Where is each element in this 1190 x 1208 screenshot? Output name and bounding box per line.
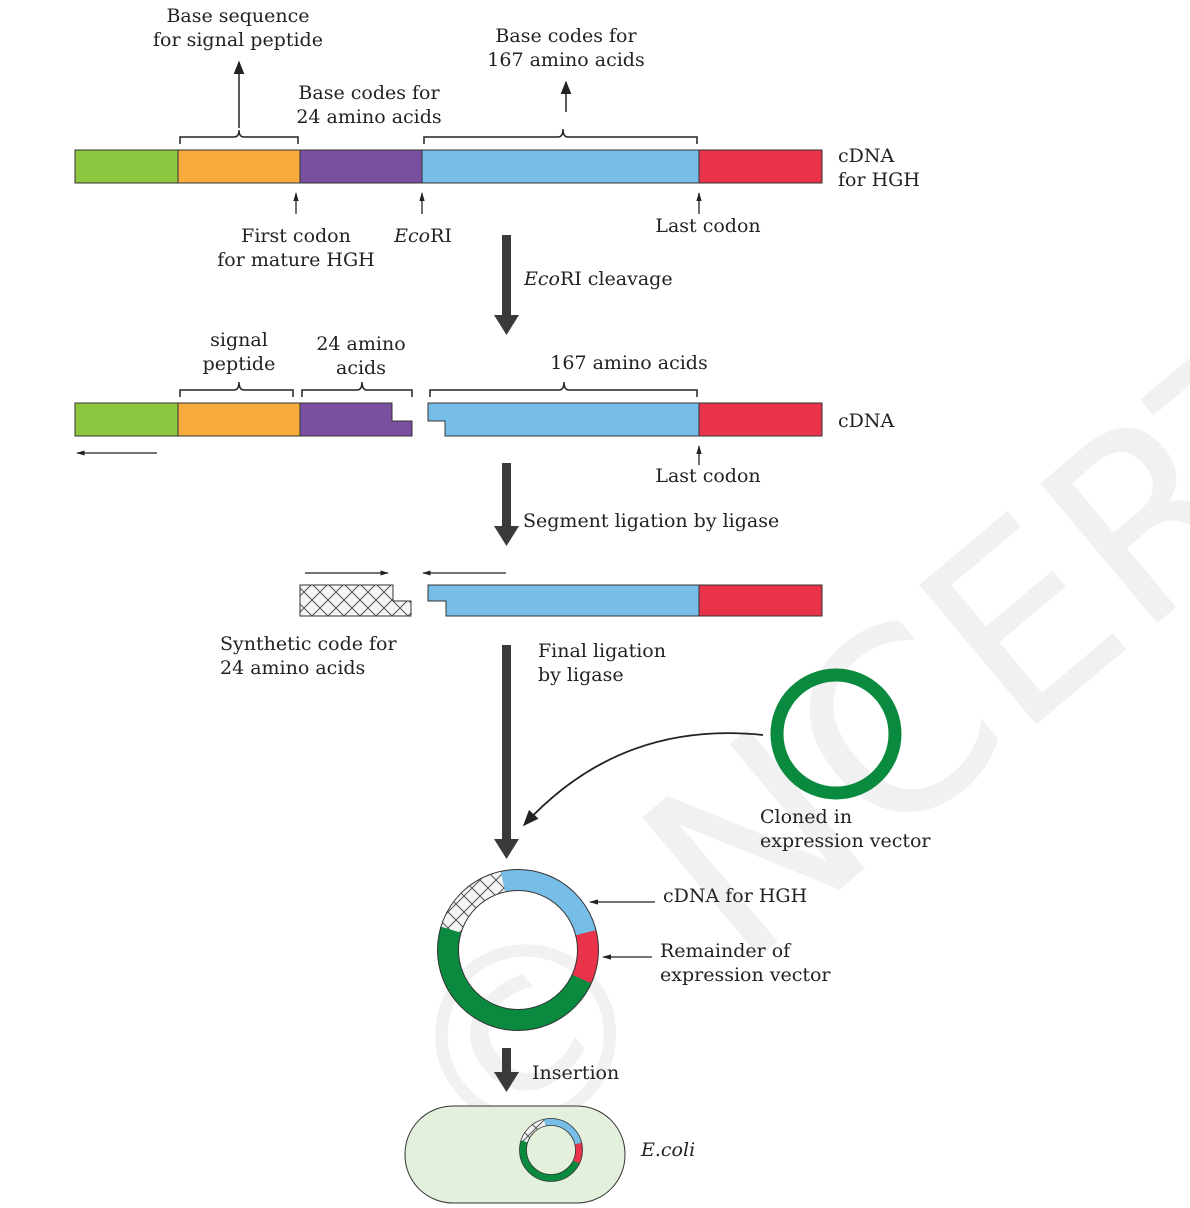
- plasmid-segment-synthetic: [440, 871, 506, 934]
- label-cloned-l1: Cloned in: [760, 806, 852, 828]
- ecoli-cell: [404, 1105, 626, 1204]
- segment-green-2: [74, 402, 179, 437]
- step-arrow-4: [494, 1048, 519, 1092]
- label-first-codon-l2: for mature HGH: [217, 249, 375, 271]
- label-cdna-hgh-l1: cDNA: [838, 145, 894, 167]
- label-base-codes-24-l1: Base codes for: [298, 82, 440, 104]
- segment-green: [74, 149, 179, 184]
- expression-vector-ring: [770, 668, 902, 800]
- label-cdna: cDNA: [838, 410, 894, 432]
- brace-24-2: [301, 381, 413, 397]
- plasmid-segment-blue: [500, 869, 596, 936]
- brace-167-2: [429, 381, 698, 397]
- label-base-sequence-l1: Base sequence: [166, 5, 309, 27]
- label-final-ligation-l2: by ligase: [538, 664, 624, 686]
- brace-167: [423, 128, 698, 144]
- segment-blue-3: [427, 584, 700, 617]
- brace-signal-peptide: [179, 129, 299, 144]
- label-synthetic-l2: 24 amino acids: [220, 657, 365, 679]
- brace-signal-2: [179, 381, 294, 397]
- segment-synthetic: [299, 584, 412, 617]
- label-signal-l2: peptide: [203, 353, 276, 375]
- label-base-codes-24-l2: 24 amino acids: [296, 106, 441, 128]
- plasmid-segment-red: [571, 930, 599, 984]
- label-cloned-l2: expression vector: [760, 830, 931, 852]
- label-ecoli: E.coli: [640, 1139, 695, 1161]
- label-167-amino: 167 amino acids: [550, 352, 707, 374]
- label-cdna-hgh-l2: for HGH: [838, 169, 920, 191]
- label-24-amino-l1: 24 amino: [316, 333, 405, 355]
- label-ecori: EcoRI: [393, 225, 452, 247]
- label-cdna-for-hgh: cDNA for HGH: [663, 885, 807, 907]
- segment-orange-2: [177, 402, 301, 437]
- segment-orange: [177, 149, 301, 184]
- label-first-codon-l1: First codon: [241, 225, 351, 247]
- label-24-amino-l2: acids: [336, 357, 386, 379]
- label-synthetic-l1: Synthetic code for: [220, 633, 397, 655]
- label-signal-l1: signal: [210, 329, 268, 351]
- recombinant-plasmid: [437, 869, 599, 1031]
- segment-purple-2: [299, 402, 413, 437]
- cdna-row-3: [299, 584, 823, 617]
- label-insertion: Insertion: [532, 1062, 619, 1084]
- label-base-codes-167-l2: 167 amino acids: [487, 49, 644, 71]
- segment-blue-2: [427, 402, 700, 437]
- cdna-row-1: [74, 149, 823, 184]
- segment-red: [698, 149, 823, 184]
- label-remainder-l1: Remainder of: [660, 940, 792, 962]
- curved-arrow-vector: [522, 732, 764, 827]
- label-segment-ligation: Segment ligation by ligase: [523, 510, 779, 532]
- label-ecori-cleavage: EcoRI cleavage: [523, 268, 673, 290]
- label-base-codes-167-l1: Base codes for: [495, 25, 637, 47]
- label-base-sequence-l2: for signal peptide: [153, 29, 323, 51]
- segment-purple: [299, 149, 423, 184]
- small-plasmid: [519, 1118, 583, 1182]
- cdna-row-2: [74, 402, 823, 437]
- step-arrow-1: [494, 235, 519, 335]
- segment-blue: [421, 149, 700, 184]
- label-last-codon-1: Last codon: [655, 215, 760, 237]
- label-remainder-l2: expression vector: [660, 964, 831, 986]
- step-arrow-2: [494, 463, 519, 546]
- segment-red-3: [698, 584, 823, 617]
- label-final-ligation-l1: Final ligation: [538, 640, 666, 662]
- step-arrow-3: [494, 645, 519, 859]
- label-last-codon-2: Last codon: [655, 465, 760, 487]
- segment-red-2: [698, 402, 823, 437]
